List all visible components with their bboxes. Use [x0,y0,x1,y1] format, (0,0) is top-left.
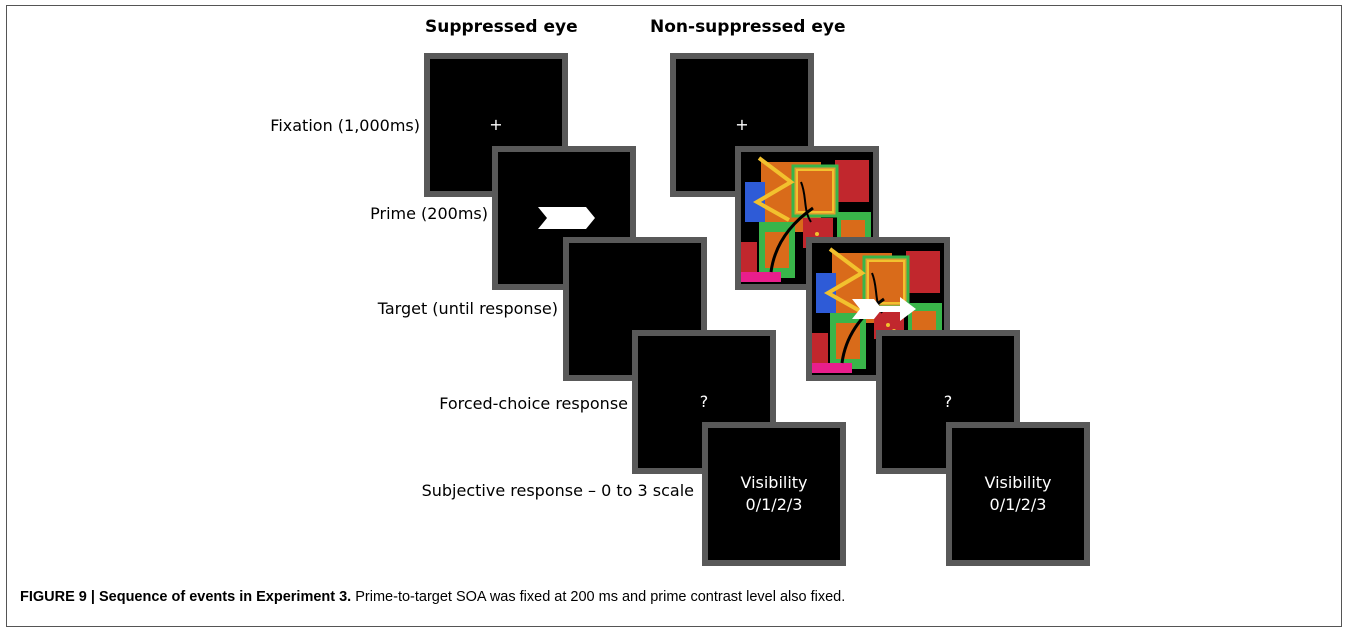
step-label-fixation: Fixation (1,000ms) [270,116,420,135]
caption-label: FIGURE 9 | Sequence of events in Experim… [20,589,352,605]
suppressed-subjective-screen: Visibility 0/1/2/3 [702,422,846,566]
figure-caption: FIGURE 9 | Sequence of events in Experim… [20,589,845,605]
non-suppressed-subjective-screen: Visibility 0/1/2/3 [946,422,1090,566]
question-mark: ? [699,392,709,411]
non-suppressed-eye-heading: Non-suppressed eye [650,17,846,37]
step-label-forced-choice: Forced-choice response [439,394,628,413]
step-label-prime: Prime (200ms) [370,204,488,223]
target-arrow-icon [852,297,916,321]
visibility-scale: 0/1/2/3 [745,495,803,514]
step-label-target: Target (until response) [377,299,558,318]
visibility-title: Visibility [984,473,1052,492]
fixation-cross: + [735,115,749,134]
figure-frame [6,5,1342,627]
caption-text: Prime-to-target SOA was fixed at 200 ms … [351,589,846,605]
suppressed-eye-heading: Suppressed eye [425,17,578,37]
question-mark: ? [943,392,953,411]
visibility-title: Visibility [740,473,808,492]
step-label-subjective: Subjective response – 0 to 3 scale [421,481,694,500]
prime-arrow-icon [538,207,595,229]
non-suppressed-forced-choice-screen: ? [876,330,1020,474]
visibility-scale: 0/1/2/3 [989,495,1047,514]
fixation-cross: + [489,115,503,134]
